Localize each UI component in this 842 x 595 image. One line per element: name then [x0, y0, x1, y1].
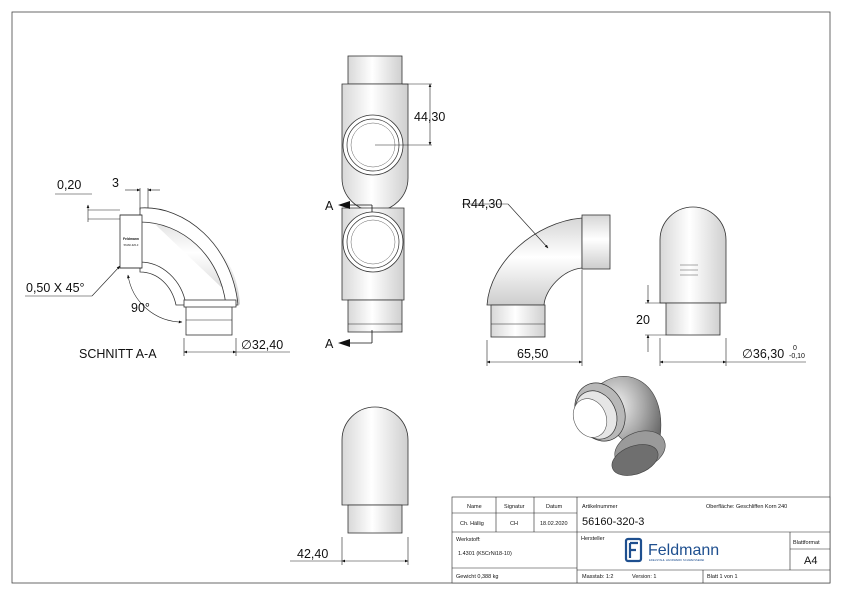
dim-chamfer: 0,50 X 45°: [26, 281, 85, 295]
gewicht: Gewicht 0,388 kg: [456, 574, 499, 580]
top-view: 44,30: [341, 55, 445, 212]
dim-44-30: 44,30: [414, 110, 445, 124]
massstab: Masstab: 1:2: [582, 574, 614, 580]
dim-r44-30: R44,30: [462, 197, 502, 211]
col-name: Name: [467, 504, 482, 510]
feldmann-logo: Feldmann EDELSTAHL HANDWERK SCHWEISSEREI: [624, 537, 719, 563]
iso-view: [572, 376, 666, 476]
sheet-border: [11, 11, 831, 584]
hersteller-label: Hersteller: [581, 536, 605, 542]
artikelnummer-label: Artikelnummer: [582, 504, 618, 510]
section-view: Feldmann 56160-320-3 90° 0,20 3 0,50 X 4…: [25, 176, 290, 361]
dim-3: 3: [112, 176, 119, 190]
engraving-line2: 56160-320-3: [124, 243, 139, 247]
dim-42-40: 42,40: [297, 547, 328, 561]
title-block: Name Signatur Datum Ch. Hällig CH 18.02.…: [451, 496, 831, 584]
col-datum: Datum: [546, 504, 563, 510]
blatt: Blatt 1 von 1: [707, 574, 738, 580]
bottom-view: 42,40: [290, 406, 409, 565]
right-view: 20 ∅36,30 0 -0,10: [636, 206, 806, 366]
blattformat-label: Blattformat: [793, 540, 820, 546]
werkstoff-label: Werkstoff:: [456, 537, 481, 543]
logo-text: Feldmann: [648, 542, 719, 559]
version: Version: 1: [632, 574, 656, 580]
signatur-value: CH: [510, 521, 518, 527]
tol-upper: 0: [793, 345, 797, 352]
section-marker-top: A: [325, 199, 334, 213]
col-signatur: Signatur: [504, 504, 525, 510]
engraving-line1: Feldmann: [123, 237, 139, 241]
elbow-side-view: R44,30 65,50: [462, 197, 611, 366]
werkstoff-value: 1.4301 (K5CrNi18-10): [458, 551, 512, 557]
dim-0-20: 0,20: [57, 178, 81, 192]
name-value: Ch. Hällig: [460, 521, 484, 527]
section-marker-bottom: A: [325, 337, 334, 351]
dim-65-50: 65,50: [517, 347, 548, 361]
tol-lower: -0,10: [789, 353, 805, 360]
oberflaeche: Oberfläche: Geschliffen Korn 240: [706, 504, 787, 510]
dim-dia-32-40: ∅32,40: [241, 338, 283, 352]
blattformat-value: A4: [804, 555, 817, 567]
section-label: SCHNITT A-A: [79, 347, 157, 361]
datum-value: 18.02.2020: [540, 521, 568, 527]
angle-label: 90°: [131, 301, 150, 315]
artikelnummer-value: 56160-320-3: [582, 516, 644, 528]
front-view: A A: [325, 199, 405, 351]
dim-dia-36-30: ∅36,30: [742, 347, 784, 361]
logo-tagline: EDELSTAHL HANDWERK SCHWEISSEREI: [649, 558, 705, 562]
dim-20: 20: [636, 313, 650, 327]
